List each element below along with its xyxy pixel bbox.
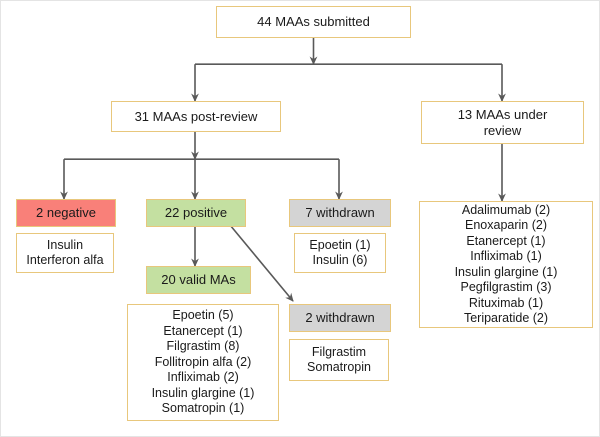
node-2-withdrawn: 2 withdrawn — [289, 304, 391, 332]
node-20-valid-mas: 20 valid MAs — [146, 266, 251, 294]
node-2-negative: 2 negative — [16, 199, 116, 227]
node-label: 13 MAAs under review — [457, 106, 548, 138]
node-31-maas-post-review: 31 MAAs post-review — [111, 101, 281, 132]
list-items: Insulin Interferon alfa — [26, 237, 104, 268]
list-items: Epoetin (1) Insulin (6) — [309, 237, 371, 268]
node-label: 22 positive — [164, 205, 228, 220]
list-negative-products: Insulin Interferon alfa — [16, 233, 114, 273]
node-13-maas-under-review: 13 MAAs under review — [421, 101, 584, 144]
list-items: Filgrastim Somatropin — [307, 344, 371, 375]
list-items: Adalimumab (2) Enoxaparin (2) Etanercept… — [454, 202, 558, 326]
node-label: 7 withdrawn — [305, 205, 375, 220]
list-under-review-products: Adalimumab (2) Enoxaparin (2) Etanercept… — [419, 201, 593, 328]
node-22-positive: 22 positive — [146, 199, 246, 227]
list-valid-mas-products: Epoetin (5) Etanercept (1) Filgrastim (8… — [127, 304, 279, 421]
node-label: 31 MAAs post-review — [134, 108, 258, 124]
node-label: 2 withdrawn — [305, 310, 375, 325]
list-7-withdrawn-products: Epoetin (1) Insulin (6) — [294, 233, 386, 273]
node-label: 2 negative — [36, 205, 96, 220]
list-items: Epoetin (5) Etanercept (1) Filgrastim (8… — [151, 308, 255, 416]
node-44-maas-submitted: 44 MAAs submitted — [216, 6, 411, 38]
node-7-withdrawn: 7 withdrawn — [289, 199, 391, 227]
list-2-withdrawn-products: Filgrastim Somatropin — [289, 339, 389, 381]
node-label: 44 MAAs submitted — [257, 14, 370, 29]
node-label: 20 valid MAs — [161, 272, 236, 287]
